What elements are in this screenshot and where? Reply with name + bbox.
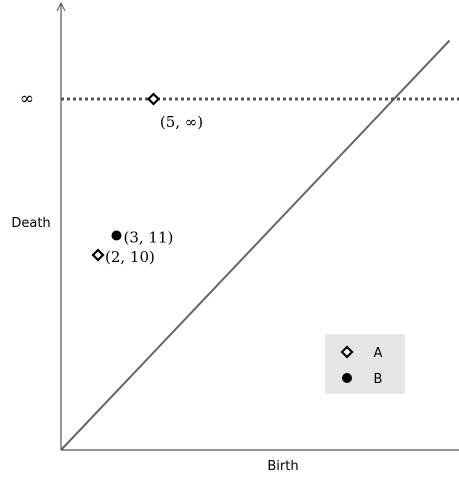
data-label: (3, 11) bbox=[124, 229, 174, 247]
y-axis-label: Death bbox=[11, 216, 50, 231]
legend-entry: A bbox=[374, 346, 383, 361]
legend-entry: B bbox=[374, 372, 383, 387]
diagonal-line bbox=[60, 39, 451, 451]
data-point bbox=[146, 92, 161, 106]
legend-marker bbox=[340, 345, 354, 359]
legend: AB bbox=[325, 334, 405, 394]
x-axis-label: Birth bbox=[267, 459, 298, 474]
data-point bbox=[111, 230, 122, 241]
legend-marker bbox=[342, 373, 352, 383]
data-label: (2, 10) bbox=[105, 248, 155, 266]
data-points: (2, 10) (5, ∞) (3, 11) bbox=[91, 92, 203, 266]
infinity-tick-label: ∞ bbox=[20, 89, 34, 109]
y-axis-arrow-icon bbox=[56, 1, 66, 12]
legend-box bbox=[325, 334, 405, 394]
data-point bbox=[91, 248, 105, 262]
data-label: (5, ∞) bbox=[160, 113, 203, 131]
